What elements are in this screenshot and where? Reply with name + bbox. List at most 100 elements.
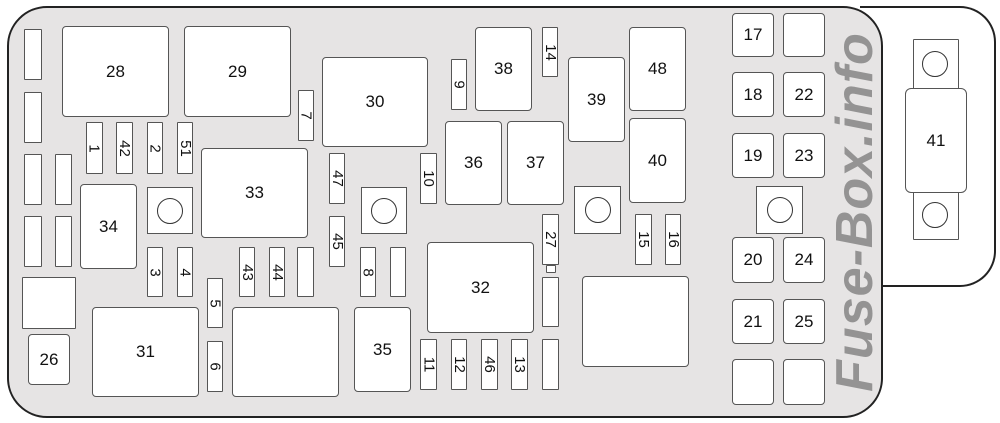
label: 44 xyxy=(268,263,286,281)
fuse-6[interactable]: 6 xyxy=(206,341,224,392)
fuse-51[interactable]: 51 xyxy=(177,122,194,174)
bolt-icon xyxy=(766,197,793,223)
fuse-45[interactable]: 45 xyxy=(329,216,346,267)
empty-slot xyxy=(55,216,72,267)
fuse-25[interactable]: 25 xyxy=(783,299,825,344)
label: 48 xyxy=(648,59,667,78)
bolt-terminal xyxy=(361,187,407,234)
fuse-11[interactable]: 11 xyxy=(420,339,437,390)
fuse-9[interactable]: 9 xyxy=(451,59,468,110)
fuse-42[interactable]: 42 xyxy=(116,122,133,174)
empty-slot xyxy=(24,154,42,205)
fuse-22[interactable]: 22 xyxy=(783,72,825,117)
label: 19 xyxy=(743,145,763,165)
empty-slot xyxy=(732,359,774,405)
bolt-terminal xyxy=(147,187,193,234)
label: 41 xyxy=(926,130,946,150)
relay-29[interactable]: 29 xyxy=(184,26,291,117)
fuse-24[interactable]: 24 xyxy=(783,237,825,283)
fuse-16[interactable]: 16 xyxy=(665,214,682,265)
relay-33[interactable]: 33 xyxy=(201,148,308,238)
label: 22 xyxy=(794,84,814,104)
fuse-46[interactable]: 46 xyxy=(481,339,498,390)
fuse-3[interactable]: 3 xyxy=(147,247,164,297)
fuse-27[interactable]: 27 xyxy=(542,214,559,265)
empty-slot xyxy=(24,92,42,143)
fuse-4[interactable]: 4 xyxy=(176,247,194,297)
empty-relay-slot xyxy=(582,276,689,367)
relay-38[interactable]: 38 xyxy=(475,27,532,111)
label: 47 xyxy=(328,170,346,187)
relay-35[interactable]: 35 xyxy=(354,307,411,392)
fuse-7[interactable]: 7 xyxy=(297,90,315,141)
empty-relay-slot xyxy=(232,307,339,397)
relay-48[interactable]: 48 xyxy=(629,27,686,111)
label: 37 xyxy=(526,153,545,172)
empty-slot xyxy=(22,277,76,329)
fuse-17[interactable]: 17 xyxy=(732,13,774,57)
fuse-14[interactable]: 14 xyxy=(542,27,559,77)
fuse-5[interactable]: 5 xyxy=(206,278,224,328)
relay-37[interactable]: 37 xyxy=(507,121,564,205)
fuse-19[interactable]: 19 xyxy=(732,133,774,178)
fuse-20[interactable]: 20 xyxy=(732,237,774,283)
label: 2 xyxy=(146,143,164,153)
label: 7 xyxy=(297,111,315,120)
relay-36[interactable]: 36 xyxy=(445,121,502,205)
label: 23 xyxy=(794,145,814,165)
bolt-icon xyxy=(371,197,397,224)
label: 29 xyxy=(228,61,247,81)
label: 13 xyxy=(511,356,528,373)
fuse-43[interactable]: 43 xyxy=(239,247,256,297)
relay-39[interactable]: 39 xyxy=(568,57,625,142)
relay-31[interactable]: 31 xyxy=(92,307,199,397)
label: 6 xyxy=(206,362,224,371)
bolt-icon xyxy=(584,197,611,223)
label: 18 xyxy=(743,84,763,104)
fuse-21[interactable]: 21 xyxy=(732,299,774,344)
fuse-18[interactable]: 18 xyxy=(732,72,774,117)
fuse-15[interactable]: 15 xyxy=(635,214,652,265)
bolt-terminal xyxy=(756,186,803,234)
label: 5 xyxy=(206,298,224,308)
label: 17 xyxy=(743,25,763,44)
relay-30[interactable]: 30 xyxy=(322,57,428,147)
label: 31 xyxy=(136,342,155,361)
label: 4 xyxy=(176,267,194,277)
label: 21 xyxy=(743,311,763,331)
empty-slot xyxy=(297,247,314,297)
label: 27 xyxy=(542,231,559,248)
relay-34[interactable]: 34 xyxy=(80,184,137,269)
label: 30 xyxy=(365,92,385,111)
empty-slot xyxy=(542,339,559,390)
fuse-47[interactable]: 47 xyxy=(328,153,346,204)
relay-32[interactable]: 32 xyxy=(427,242,534,333)
fuse-2[interactable]: 2 xyxy=(146,122,164,174)
fuse-41[interactable]: 41 xyxy=(905,88,967,193)
fuse-41-terminal xyxy=(922,202,948,228)
label: 38 xyxy=(494,59,513,78)
label: 28 xyxy=(106,61,125,81)
relay-26[interactable]: 26 xyxy=(28,334,70,385)
empty-slot xyxy=(24,216,42,267)
fuse-23[interactable]: 23 xyxy=(783,133,825,178)
empty-slot xyxy=(24,29,42,80)
label: 32 xyxy=(471,277,490,297)
label: 10 xyxy=(420,170,437,187)
label: 12 xyxy=(450,356,468,373)
label: 11 xyxy=(420,356,438,373)
label: 40 xyxy=(648,150,667,170)
fuse-13[interactable]: 13 xyxy=(511,339,528,390)
label: 26 xyxy=(39,349,59,369)
label: 15 xyxy=(635,231,652,248)
relay-40[interactable]: 40 xyxy=(629,118,686,203)
bolt-icon xyxy=(157,197,183,224)
label: 33 xyxy=(245,183,264,202)
fuse-8[interactable]: 8 xyxy=(360,247,377,297)
fuse-44[interactable]: 44 xyxy=(268,247,286,297)
fuse-12[interactable]: 12 xyxy=(450,339,468,390)
relay-28[interactable]: 28 xyxy=(62,26,169,117)
empty-slot xyxy=(783,13,825,57)
fuse-10[interactable]: 10 xyxy=(420,153,437,204)
fuse-1[interactable]: 1 xyxy=(86,122,103,174)
